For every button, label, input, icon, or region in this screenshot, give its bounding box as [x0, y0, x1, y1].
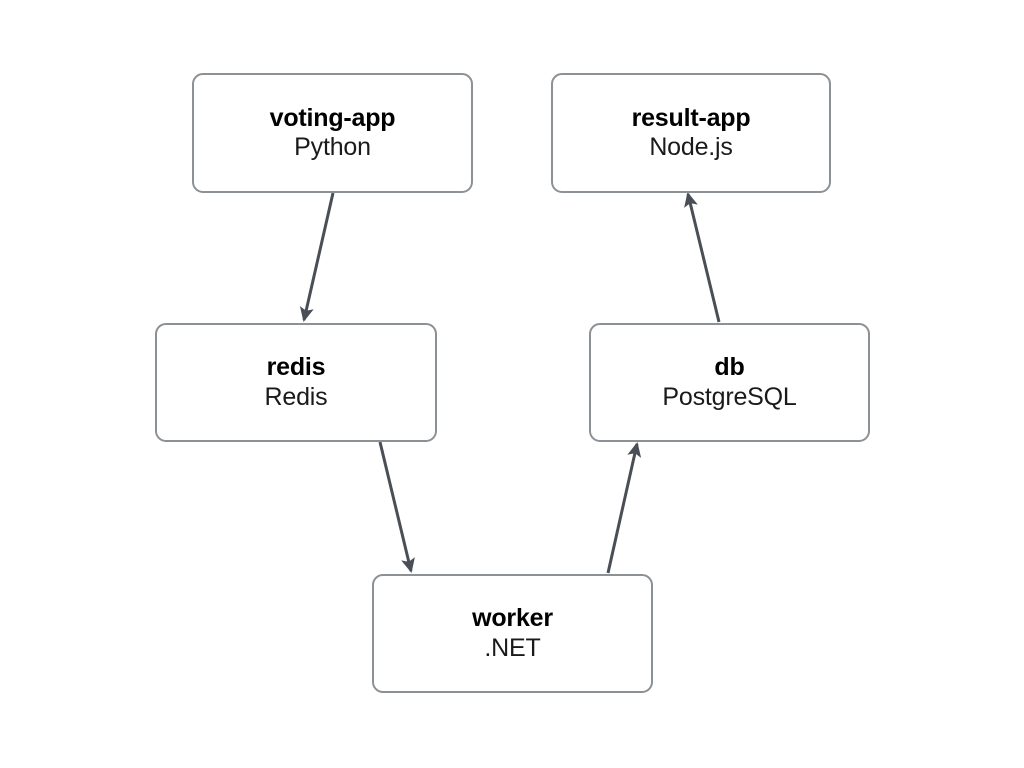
edge-db-to-result-app [684, 191, 721, 323]
node-subtitle: .NET [484, 633, 541, 662]
node-subtitle: Redis [264, 382, 328, 411]
node-title: result-app [631, 103, 751, 132]
edge-redis-to-worker [378, 441, 415, 574]
node-voting-app[interactable]: voting-app Python [192, 73, 473, 193]
node-db[interactable]: db PostgreSQL [589, 323, 870, 442]
node-title: voting-app [269, 103, 396, 132]
node-title: worker [472, 604, 553, 632]
node-worker[interactable]: worker .NET [372, 574, 653, 693]
edge-voting-app-to-redis [299, 192, 335, 323]
node-subtitle: PostgreSQL [662, 382, 797, 411]
node-title: db [714, 353, 745, 381]
node-subtitle: Python [294, 133, 371, 161]
edge-worker-to-db [606, 441, 642, 574]
node-result-app[interactable]: result-app Node.js [551, 73, 831, 193]
node-subtitle: Node.js [649, 133, 733, 161]
node-title: redis [266, 353, 326, 381]
node-redis[interactable]: redis Redis [155, 323, 437, 442]
